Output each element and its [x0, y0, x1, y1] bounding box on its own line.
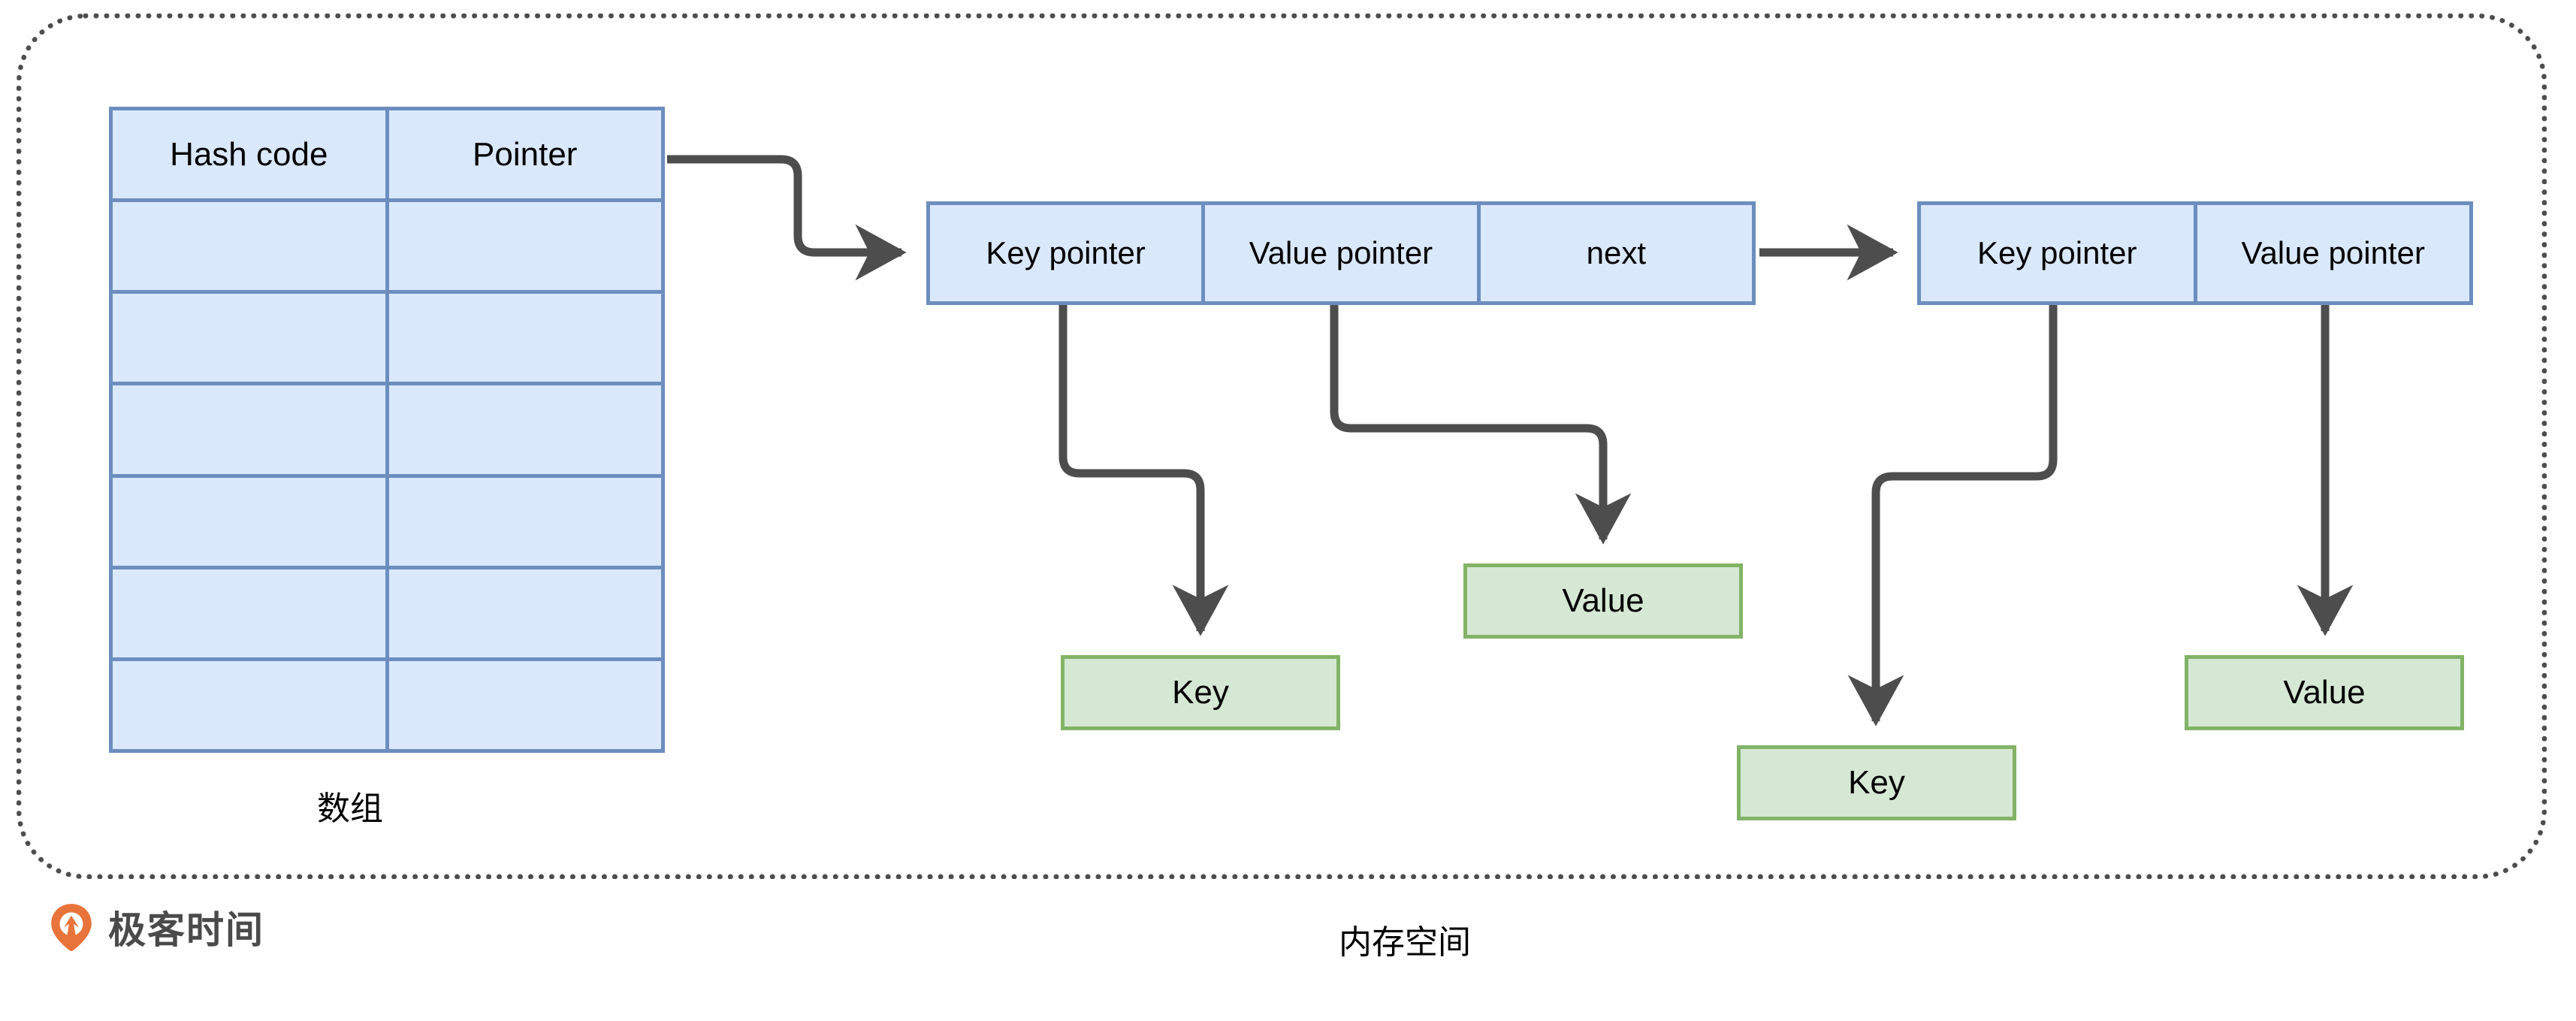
- location-pin-icon: [47, 902, 96, 952]
- key-box-2: Key: [1737, 745, 2016, 820]
- node-2-key-pointer-cell: Key pointer: [1977, 235, 2137, 270]
- array-cell-hash-code: [113, 478, 385, 566]
- value-box-1: Value: [1463, 563, 1743, 639]
- node-1-value-pointer-cell: Value pointer: [1201, 205, 1476, 301]
- array-table: Hash code Pointer: [109, 107, 665, 753]
- array-cell-pointer: [385, 202, 662, 291]
- value-box-2: Value: [2185, 655, 2464, 730]
- node-1-next-cell: next: [1476, 205, 1752, 301]
- linked-list-node-2: Key pointer Value pointer: [1917, 201, 2473, 305]
- array-cell-pointer: [385, 385, 662, 474]
- array-cell-hash-code: [113, 385, 385, 473]
- brand-name: 极客时间: [108, 909, 264, 951]
- array-row: [113, 473, 662, 566]
- array-cell-hash-code: [113, 202, 385, 290]
- array-cell-hash-code: [113, 294, 385, 382]
- node-1-key-pointer-cell: Key pointer: [986, 235, 1146, 270]
- memory-space-container: [17, 14, 2547, 879]
- array-row: [113, 657, 661, 749]
- brand-logo: 极客时间: [47, 900, 264, 954]
- array-caption: 数组: [317, 790, 383, 827]
- memory-space-caption: 内存空间: [1339, 924, 1471, 961]
- array-cell-pointer: [385, 660, 662, 749]
- array-header-row: Hash code Pointer: [113, 110, 662, 199]
- array-row: [113, 198, 662, 291]
- array-cell-pointer: [385, 477, 662, 566]
- array-row: [113, 290, 661, 382]
- node-2-value-pointer-cell: Value pointer: [2193, 205, 2470, 301]
- key-box-1: Key: [1061, 655, 1340, 730]
- array-header-pointer: Pointer: [385, 110, 662, 199]
- array-row: [113, 565, 662, 657]
- array-cell-hash-code: [113, 569, 385, 657]
- array-cell-pointer: [385, 569, 662, 657]
- array-cell-pointer: [385, 294, 662, 382]
- linked-list-node-1: Key pointer Value pointer next: [926, 201, 1756, 305]
- array-row: [113, 382, 662, 474]
- array-header-hash-code: Hash code: [170, 135, 328, 173]
- array-cell-hash-code: [113, 661, 385, 749]
